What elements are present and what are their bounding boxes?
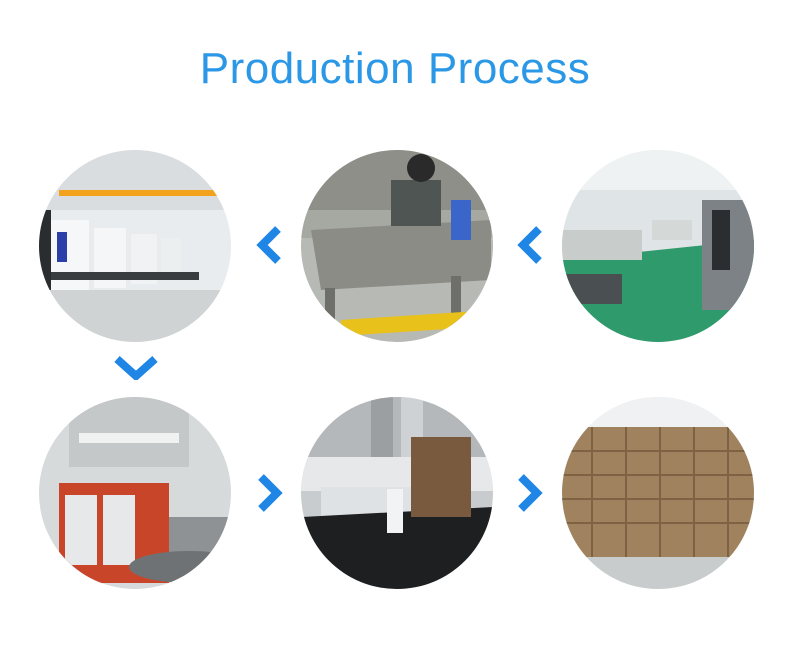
chevron-left-icon	[256, 226, 282, 264]
packed-cartons-warehouse-photo	[562, 397, 754, 589]
injection-molding-machines-photo	[39, 150, 231, 342]
chevron-left-icon	[517, 226, 543, 264]
chevron-down-icon	[114, 356, 158, 380]
cnc-measuring-machine-photo	[301, 397, 493, 589]
page-title: Production Process	[199, 44, 591, 93]
machining-workshop-photo	[562, 150, 754, 342]
mold-press-photo	[39, 397, 231, 589]
chevron-right-icon	[517, 474, 543, 512]
chevron-right-icon	[257, 474, 283, 512]
mold-workbench-photo	[301, 150, 493, 342]
